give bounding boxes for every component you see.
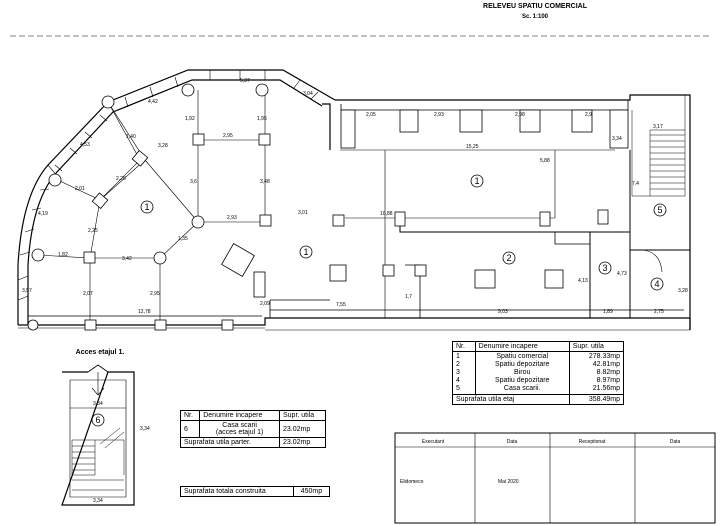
svg-text:7,55: 7,55 bbox=[336, 302, 346, 308]
svg-text:3,34: 3,34 bbox=[93, 498, 103, 504]
room-5-label: 5 bbox=[657, 205, 662, 215]
svg-text:4,19: 4,19 bbox=[38, 211, 48, 217]
svg-text:3,01: 3,01 bbox=[298, 210, 308, 216]
svg-text:2,95: 2,95 bbox=[150, 291, 160, 297]
svg-text:9,03: 9,03 bbox=[498, 309, 508, 315]
room-4-label: 4 bbox=[654, 279, 659, 289]
stairs-room-5 bbox=[631, 95, 686, 197]
svg-text:1,92: 1,92 bbox=[185, 116, 195, 122]
execution-date: Mai 2020 bbox=[498, 479, 519, 485]
room-1-label-c: 1 bbox=[474, 176, 479, 186]
svg-text:2,98: 2,98 bbox=[515, 112, 525, 118]
room-6-label: 6 bbox=[95, 415, 100, 425]
svg-text:1,40: 1,40 bbox=[126, 134, 136, 140]
svg-text:3,34: 3,34 bbox=[612, 136, 622, 142]
table-row: 1 2 3 4 5 Spatiu comercial Spatiu depozi… bbox=[452, 351, 625, 395]
svg-text:2,93: 2,93 bbox=[227, 215, 237, 221]
legend-ground-table: Nr. Denumire incapere Supr. utila 6 Casa… bbox=[179, 410, 326, 448]
svg-text:5,88: 5,88 bbox=[540, 158, 550, 164]
legend-ground-total-label: Suprafata utila parter. bbox=[180, 437, 280, 448]
svg-text:3,34: 3,34 bbox=[140, 426, 150, 432]
legend-ground-header-nr: Nr. bbox=[179, 410, 201, 421]
legend-ground-header-name: Denumire incapere bbox=[199, 410, 280, 421]
legend-main-table: Nr. Denumire incapere Supr. utila 1 2 3 … bbox=[452, 341, 625, 405]
svg-text:3,28: 3,28 bbox=[158, 143, 168, 149]
legend-ground-total-value: 23.02mp bbox=[279, 437, 326, 448]
svg-text:10,88: 10,88 bbox=[380, 211, 393, 217]
room-1-label-a: 1 bbox=[144, 202, 149, 212]
svg-text:2,9: 2,9 bbox=[585, 112, 592, 118]
svg-text:3,17: 3,17 bbox=[653, 124, 663, 130]
top-niches bbox=[340, 109, 629, 149]
svg-text:4,42: 4,42 bbox=[148, 99, 158, 105]
legend-main-total-value: 358.49mp bbox=[568, 394, 625, 405]
svg-text:5,37: 5,37 bbox=[240, 78, 250, 84]
svg-text:4,73: 4,73 bbox=[617, 271, 627, 277]
dimension-labels: 5,37 4,42 3,04 4,53 4,19 3,57 1,92 1,95 … bbox=[22, 78, 688, 315]
legend-main-header-area: Supr. utila bbox=[568, 341, 625, 352]
svg-text:2,26: 2,26 bbox=[116, 176, 126, 182]
room-1-label-b: 1 bbox=[303, 247, 308, 257]
legend-main-header-nr: Nr. bbox=[452, 341, 476, 352]
title-block-receptionat-header: Receptionat bbox=[579, 439, 606, 445]
room-3-label: 3 bbox=[602, 263, 607, 273]
svg-text:3,04: 3,04 bbox=[303, 91, 313, 97]
svg-text:3,57: 3,57 bbox=[22, 288, 32, 294]
plan-title: RELEVEU SPATIU COMERCIAL bbox=[483, 3, 588, 10]
svg-text:2,01: 2,01 bbox=[75, 186, 85, 192]
title-block-frame bbox=[394, 432, 716, 524]
legend-main-header-name: Denumire incapere bbox=[474, 341, 570, 352]
svg-text:2,25: 2,25 bbox=[88, 228, 98, 234]
svg-text:3,48: 3,48 bbox=[260, 179, 270, 185]
svg-text:2,09: 2,09 bbox=[260, 301, 270, 307]
svg-text:7,4: 7,4 bbox=[632, 181, 639, 187]
access-label: Acces etajul 1. bbox=[76, 349, 125, 356]
title-block-executant-header: Executant bbox=[422, 439, 445, 445]
title-block-date2-header: Data bbox=[670, 439, 681, 445]
columns bbox=[27, 83, 609, 331]
svg-text:3,6: 3,6 bbox=[190, 179, 197, 185]
svg-text:4,13: 4,13 bbox=[578, 278, 588, 284]
svg-text:1,95: 1,95 bbox=[257, 116, 267, 122]
svg-text:3,34: 3,34 bbox=[93, 401, 103, 407]
svg-text:1,82: 1,82 bbox=[58, 252, 68, 258]
table-row: 6 Casa scarii (acces etajul 1) 23.02mp bbox=[179, 420, 326, 438]
total-built-label: Suprafata totala construita bbox=[180, 486, 294, 497]
svg-text:15,25: 15,25 bbox=[466, 144, 479, 150]
svg-text:4,53: 4,53 bbox=[80, 142, 90, 148]
svg-text:3,28: 3,28 bbox=[678, 288, 688, 294]
title-block-date-header: Data bbox=[507, 439, 518, 445]
executant-name: Elidomeco bbox=[400, 479, 424, 485]
svg-text:2,05: 2,05 bbox=[366, 112, 376, 118]
total-built-value: 450mp bbox=[292, 486, 331, 497]
svg-text:2,07: 2,07 bbox=[83, 291, 93, 297]
legend-main-total-label: Suprafata utila etaj bbox=[452, 394, 570, 405]
svg-text:2,93: 2,93 bbox=[434, 112, 444, 118]
svg-text:2,95: 2,95 bbox=[223, 133, 233, 139]
ground-floor-stair bbox=[61, 364, 135, 506]
room-2-label: 2 bbox=[506, 253, 511, 263]
outer-walls bbox=[17, 69, 691, 331]
total-built-area-table: Suprafata totala construita 450mp bbox=[180, 486, 331, 497]
svg-text:3,42: 3,42 bbox=[122, 256, 132, 262]
svg-text:2,75: 2,75 bbox=[654, 309, 664, 315]
svg-text:1,7: 1,7 bbox=[405, 294, 412, 300]
svg-text:1,35: 1,35 bbox=[178, 236, 188, 242]
room-numbers: 1 1 1 2 3 4 5 6 bbox=[95, 176, 662, 425]
room-labels bbox=[91, 174, 667, 427]
plan-scale: Sc. 1:100 bbox=[522, 14, 549, 20]
svg-text:12,78: 12,78 bbox=[138, 309, 151, 315]
legend-ground-header-area: Supr. utila bbox=[279, 410, 326, 421]
svg-text:1,89: 1,89 bbox=[603, 309, 613, 315]
